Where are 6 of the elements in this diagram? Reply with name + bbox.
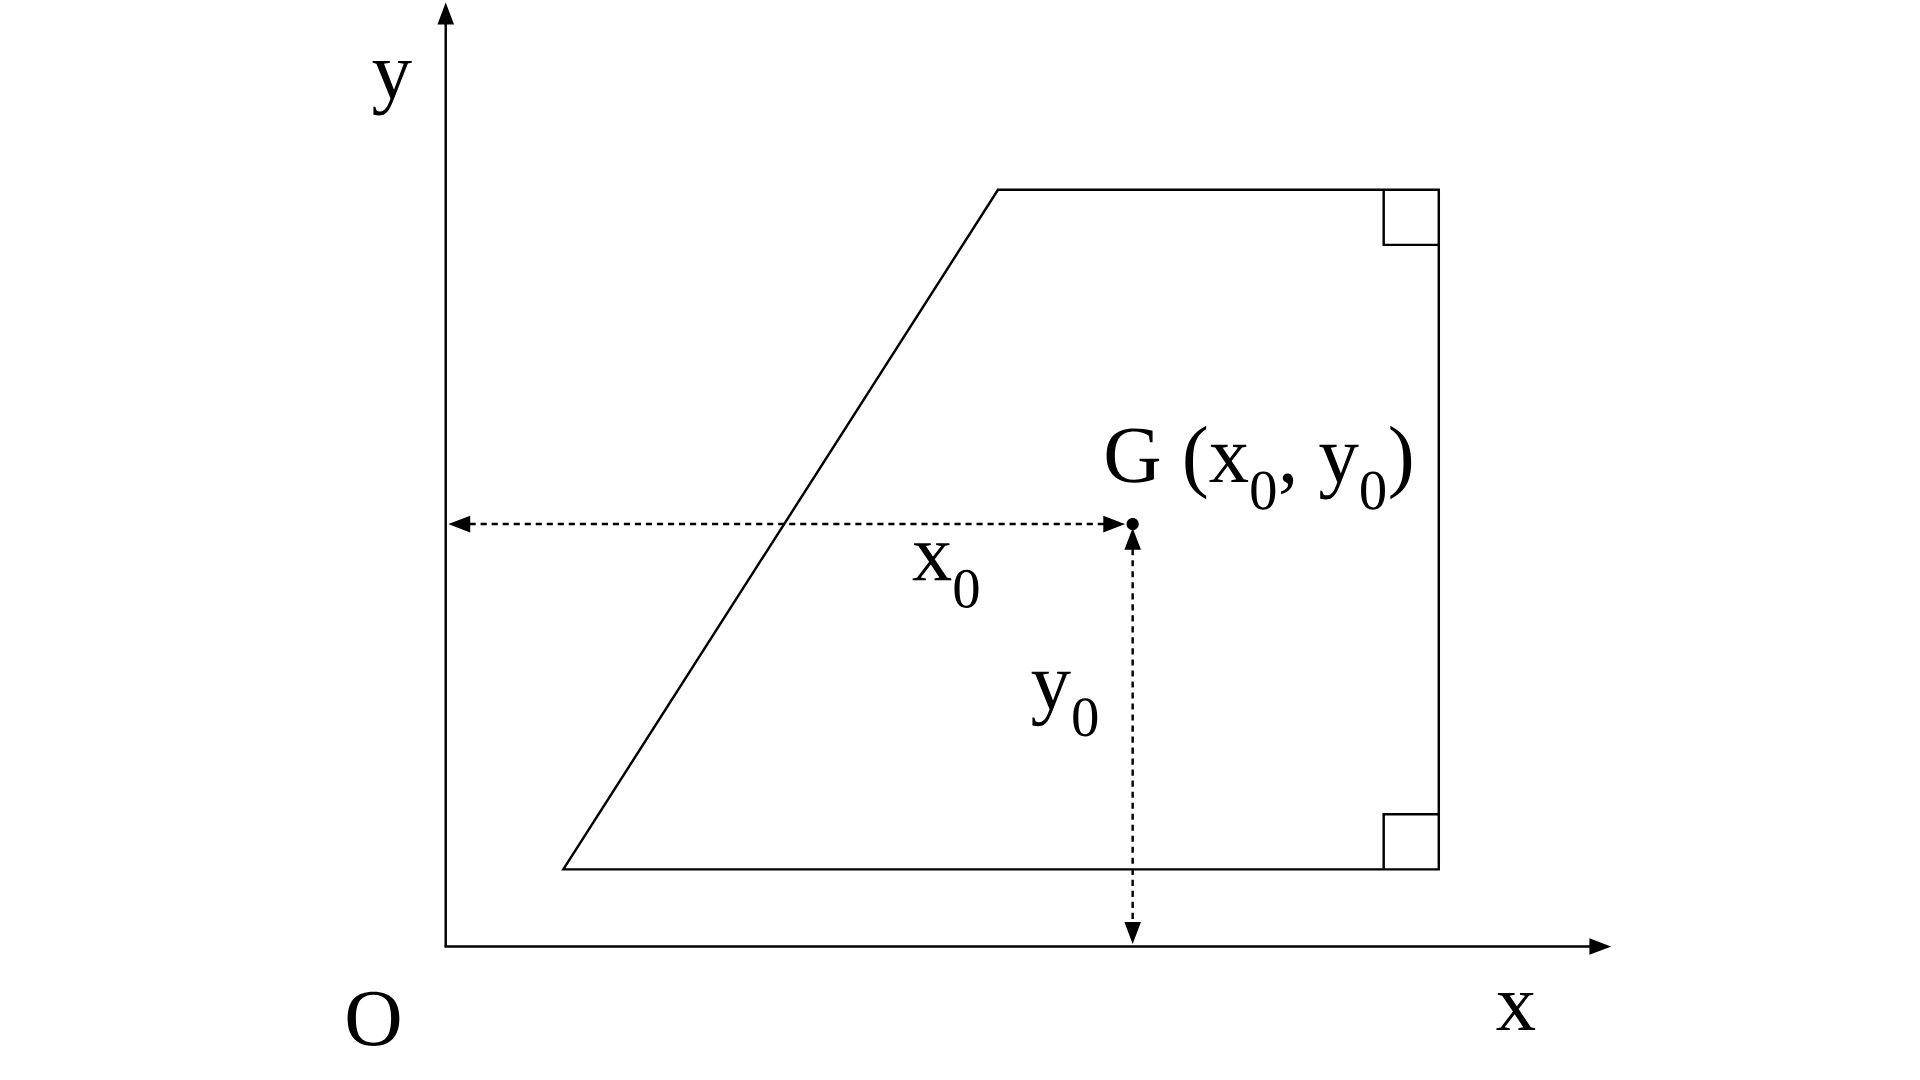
axis-label: G (x$_{0}$, y$_{0}$) (1106, 425, 1412, 510)
axis-label: y$_{0}$ (1031, 671, 1098, 737)
axis-label: y (372, 60, 412, 116)
axis-label: O (347, 991, 400, 1046)
axis-label: x (1496, 992, 1536, 1030)
axis-label: x$_{0}$ (912, 543, 979, 608)
